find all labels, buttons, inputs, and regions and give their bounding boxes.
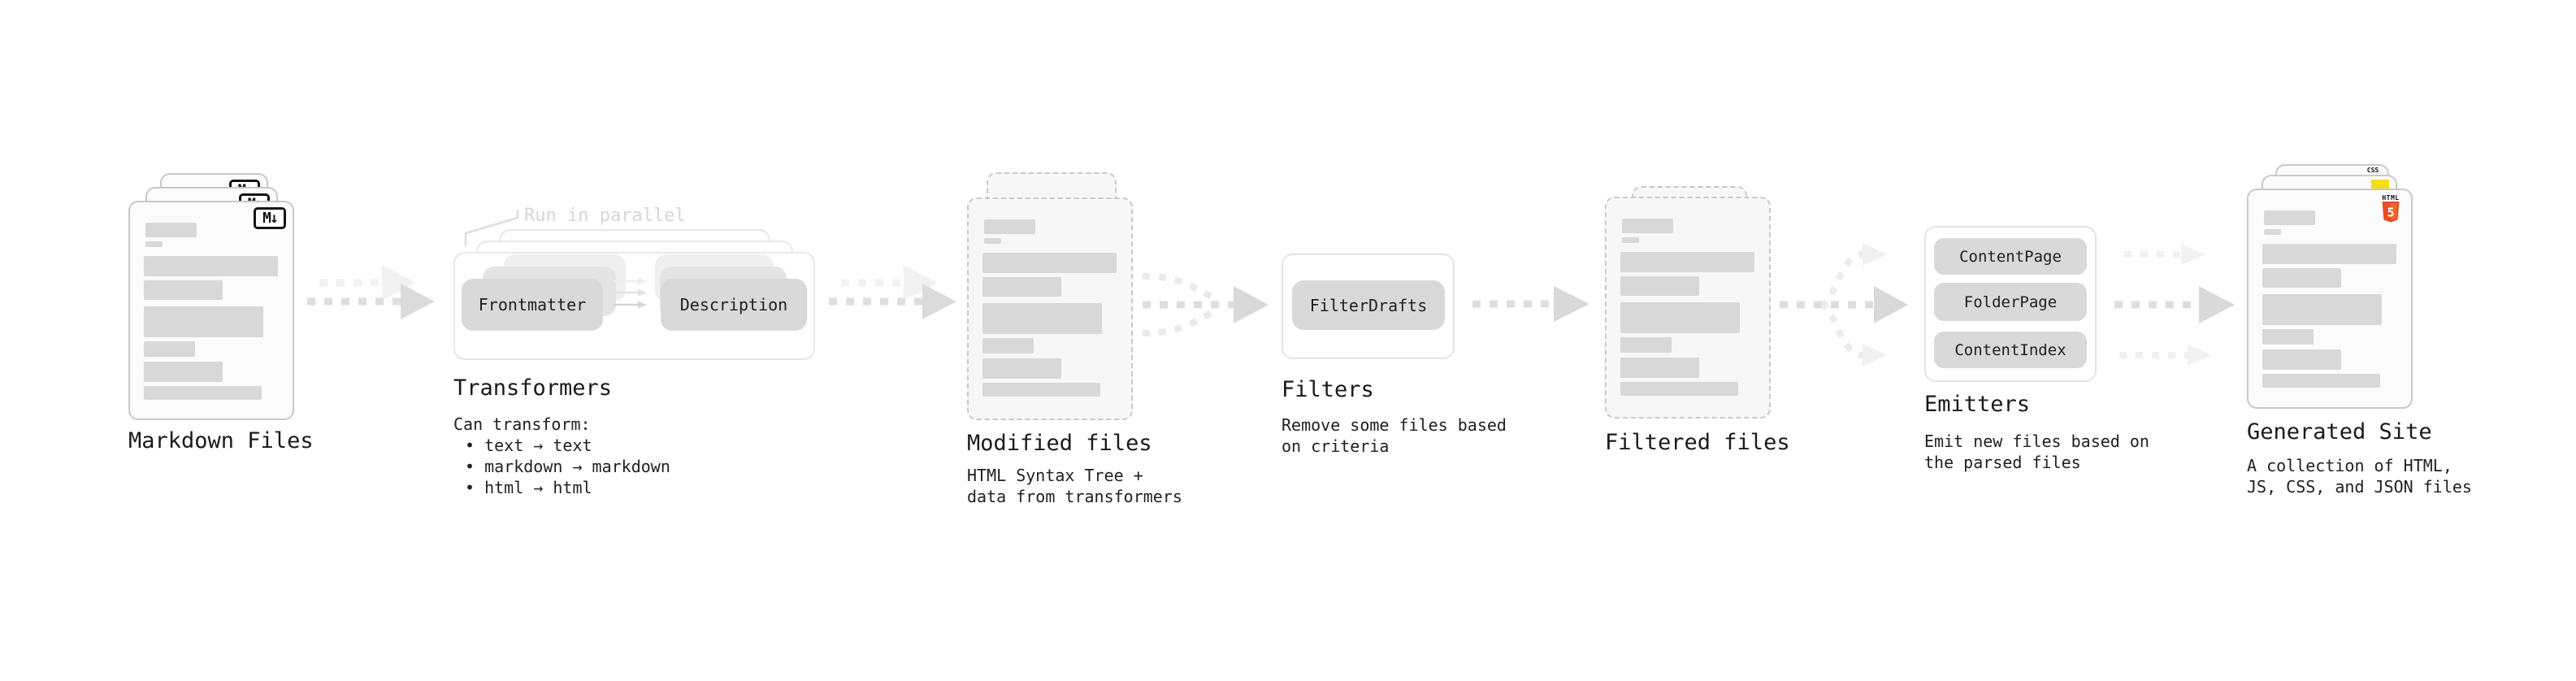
text-line-bar [1622, 219, 1673, 233]
run-in-parallel-label: Run in parallel [524, 206, 686, 226]
desc-line: A collection of HTML, [2247, 456, 2452, 475]
desc-bullet: • markdown → markdown [465, 457, 670, 476]
desc-line: Emit new files based on [1924, 432, 2149, 451]
text-line-bar [982, 338, 1034, 354]
filters-description: Remove some files based on criteria [1281, 414, 1507, 457]
modified-file-card-front [967, 197, 1133, 420]
js-logo-icon [2371, 180, 2389, 189]
desc-line: Can transform: [453, 414, 591, 434]
description-pill: Description [661, 279, 807, 331]
filters-title: Filters [1281, 377, 1374, 402]
transformers-title: Transformers [453, 375, 613, 401]
callout-leader-line [464, 210, 519, 246]
arrow-modified-to-filters-icon [1142, 273, 1268, 336]
svg-text:5: 5 [2387, 206, 2394, 220]
text-line-bar [1622, 237, 1639, 243]
desc-line: Remove some files based [1281, 415, 1507, 435]
html5-logo-text: HTML [2382, 194, 2400, 202]
generated-site-title: Generated Site [2247, 419, 2432, 445]
filtered-files-title: Filtered files [1605, 430, 1790, 455]
text-line-bar [2262, 294, 2382, 325]
text-line-bar [982, 253, 1117, 273]
text-line-bar [982, 303, 1102, 334]
text-line-bar [982, 358, 1061, 379]
text-line-bar [982, 277, 1061, 297]
text-line-bar [144, 280, 223, 300]
text-line-bar [1620, 276, 1699, 296]
text-line-bar [144, 306, 263, 337]
html5-logo-icon: HTML 5 [2380, 194, 2401, 224]
filtered-file-card-front [1605, 197, 1771, 419]
text-line-bar [984, 238, 1001, 244]
text-line-bar [1620, 382, 1738, 396]
desc-line: HTML Syntax Tree + [967, 466, 1143, 485]
text-line-bar [1620, 252, 1754, 272]
desc-line: JS, CSS, and JSON files [2247, 477, 2472, 497]
text-line-bar [2264, 229, 2281, 235]
text-line-bar [145, 241, 163, 247]
filterdrafts-pill: FilterDrafts [1292, 280, 1445, 330]
emitters-title: Emitters [1924, 392, 2031, 417]
text-line-bar [2262, 268, 2341, 288]
modified-files-description: HTML Syntax Tree + data from transformer… [967, 465, 1182, 507]
arrow-filters-to-filtered-icon [1472, 286, 1589, 322]
text-line-bar [2264, 210, 2315, 225]
text-line-bar [982, 383, 1100, 397]
frontmatter-pill: Frontmatter [462, 279, 603, 331]
text-line-bar [144, 362, 223, 382]
text-line-bar [144, 256, 278, 276]
html5-shield: 5 [2382, 202, 2400, 223]
text-line-bar [1620, 358, 1699, 378]
arrow-emitters-to-generated-icon [2114, 244, 2235, 366]
contentpage-pill: ContentPage [1934, 238, 2087, 275]
modified-files-title: Modified files [967, 431, 1152, 456]
contentindex-pill: ContentIndex [1934, 332, 2087, 368]
text-line-bar [2262, 244, 2396, 264]
text-line-bar [1620, 302, 1740, 333]
text-line-bar [2262, 329, 2314, 345]
markdown-logo-icon: M↓ [254, 207, 286, 229]
text-line-bar [984, 219, 1035, 234]
text-line-bar [144, 341, 195, 357]
markdown-files-title: Markdown Files [128, 428, 314, 453]
arrow-transformers-to-modified-icon [829, 265, 956, 319]
generated-site-description: A collection of HTML, JS, CSS, and JSON … [2247, 455, 2472, 497]
desc-line: the parsed files [1924, 453, 2081, 472]
emitters-description: Emit new files based on the parsed files [1924, 431, 2149, 473]
text-line-bar [1620, 337, 1672, 353]
arrow-markdown-to-transformers-icon [307, 265, 435, 319]
text-line-bar [145, 223, 197, 237]
text-line-bar [2262, 349, 2341, 370]
desc-bullet: • html → html [465, 478, 592, 497]
markdown-file-card-front: M↓ [128, 201, 294, 420]
desc-line: on criteria [1281, 436, 1390, 456]
text-line-bar [2262, 374, 2380, 388]
transformers-description: Can transform: • text → text • markdown … [453, 414, 670, 498]
text-line-bar [144, 386, 262, 400]
desc-bullet: • text → text [465, 436, 592, 455]
arrow-filtered-to-emitters-icon [1780, 243, 1908, 367]
folderpage-pill: FolderPage [1934, 283, 2087, 321]
generated-file-card-front: HTML 5 [2247, 189, 2413, 409]
css-logo-text: CSS [2366, 167, 2379, 174]
desc-line: data from transformers [967, 487, 1182, 506]
parallel-arrows-icon [614, 277, 647, 309]
